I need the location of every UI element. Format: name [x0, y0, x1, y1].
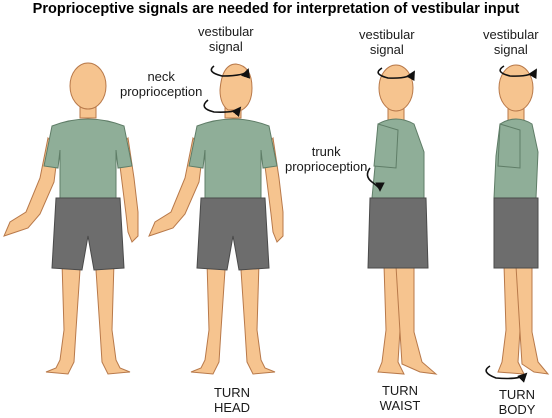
caption-turn-body: TURN BODY: [482, 387, 552, 417]
label-vestibular-signal-body: vestibular signal: [483, 27, 539, 57]
figure-side-turn-waist: [366, 64, 438, 375]
label-line: vestibular: [359, 27, 415, 42]
caption-line: WAIST: [379, 398, 421, 413]
label-line: trunk: [311, 144, 341, 159]
label-line: vestibular: [198, 24, 254, 39]
vestibular-arrow: [377, 67, 415, 82]
caption-line: TURN: [498, 387, 536, 402]
label-line: neck: [147, 69, 175, 84]
neck-arrow: [203, 99, 242, 117]
caption-line: TURN: [213, 385, 251, 400]
caption-line: HEAD: [213, 400, 251, 415]
label-neck-proprioception: neck proprioception: [120, 69, 202, 99]
label-line: vestibular: [483, 27, 539, 42]
figure-front-neutral: [3, 62, 139, 375]
figure-front-turn-head: [148, 63, 284, 375]
caption-turn-head: TURN HEAD: [197, 385, 267, 415]
trunk-arrow: [366, 167, 385, 192]
caption-turn-waist: TURN WAIST: [365, 383, 435, 413]
vestibular-arrow: [210, 65, 251, 79]
body-turn-arrow: [485, 365, 528, 383]
label-line: signal: [208, 39, 243, 54]
label-line: proprioception: [285, 159, 368, 174]
caption-line: TURN: [381, 383, 419, 398]
label-vestibular-signal-head: vestibular signal: [198, 24, 254, 54]
label-line: proprioception: [120, 84, 203, 99]
diagram-title: Proprioceptive signals are needed for in…: [32, 1, 520, 17]
vestibular-arrow: [499, 65, 537, 80]
label-line: signal: [369, 42, 404, 57]
caption-line: BODY: [498, 402, 536, 417]
label-vestibular-signal-waist: vestibular signal: [359, 27, 415, 57]
label-line: signal: [493, 42, 528, 57]
label-trunk-proprioception: trunk proprioception: [285, 144, 367, 174]
figure-side-turn-body: [485, 64, 550, 383]
